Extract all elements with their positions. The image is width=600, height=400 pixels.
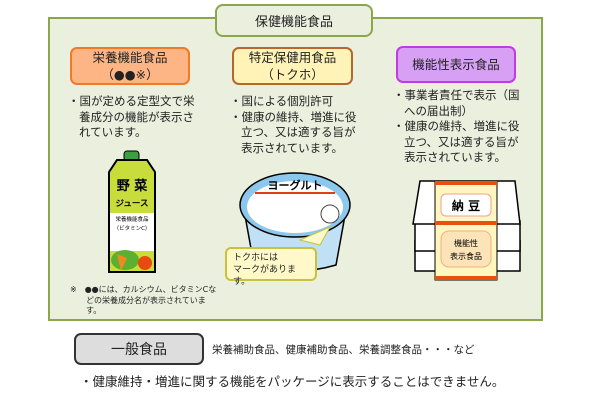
natto-illustration: 納 豆 機能性 表示食品 <box>412 180 521 281</box>
natto-band-text: 機能性 <box>454 238 478 248</box>
category-subtitle: （●●※） <box>101 67 159 82</box>
vegetable-juice-illustration: 野 菜 ジュース 栄養機能食品 （ビタミンC） <box>108 150 156 273</box>
natto-band-text: 表示食品 <box>450 251 482 261</box>
tokuho-speech-bubble: トクホには マークがあります。 <box>225 247 317 287</box>
juice-name: 野 菜 <box>117 178 148 194</box>
category-description: ・事業者責任で表示（国への届出制） ・健康の維持、増進に役立つ、又は適する旨が表… <box>393 88 523 166</box>
juice-label: （ビタミンC） <box>114 224 151 232</box>
category-description: ・国が定める定型文で栄養成分の機能が表示されています。 <box>68 94 203 141</box>
juice-subname: ジュース <box>116 199 149 209</box>
general-food-note: ・健康維持・増進に関する機能をパッケージに表示することはできません。 <box>80 374 505 389</box>
category-nutrient-function: 栄養機能食品 （●●※） <box>70 47 190 85</box>
category-title: 特定保健用食品 <box>248 50 337 65</box>
panel-title: 保健機能食品 <box>215 4 373 37</box>
natto-label: 納 豆 <box>452 198 480 213</box>
general-food-box: 一般食品 <box>74 333 204 365</box>
general-food-examples: 栄養補助食品、健康補助食品、栄養調整食品・・・など <box>212 344 475 356</box>
category-function-claims: 機能性表示食品 <box>396 46 516 83</box>
panel-title-text: 保健機能食品 <box>254 15 333 30</box>
category-title: 機能性表示食品 <box>412 57 500 72</box>
yogurt-label: ヨーグルト <box>268 178 323 192</box>
bullet: ・国による個別許可 <box>230 94 334 108</box>
bullet: ・国が定める定型文で栄養成分の機能が表示されています。 <box>68 94 195 139</box>
bullet: ・健康の維持、増進に役立つ、又は適する旨が表示されています。 <box>230 109 357 155</box>
tokuho-mark-icon <box>320 204 340 224</box>
footnote: ※ ●●には、カルシウム、ビタミンCなどの栄養成分名が表示されています。 <box>70 285 217 315</box>
yogurt-illustration: ヨーグルト <box>239 172 351 272</box>
category-tokuho: 特定保健用食品 （トクホ） <box>232 47 353 85</box>
bullet: ・事業者責任で表示（国への届出制） <box>393 88 520 118</box>
general-food-label: 一般食品 <box>111 342 167 358</box>
bubble-text: マークがあります。 <box>233 265 297 287</box>
juice-label: 栄養機能食品 <box>115 215 149 223</box>
category-subtitle: （トクホ） <box>261 67 324 82</box>
category-description: ・国による個別許可 ・健康の維持、増進に役立つ、又は適する旨が表示されています。 <box>230 94 360 156</box>
bullet: ・健康の維持、増進に役立つ、又は適する旨が表示されています。 <box>393 119 520 164</box>
bubble-text: トクホには <box>233 253 279 263</box>
category-title: 栄養機能食品 <box>92 50 168 65</box>
